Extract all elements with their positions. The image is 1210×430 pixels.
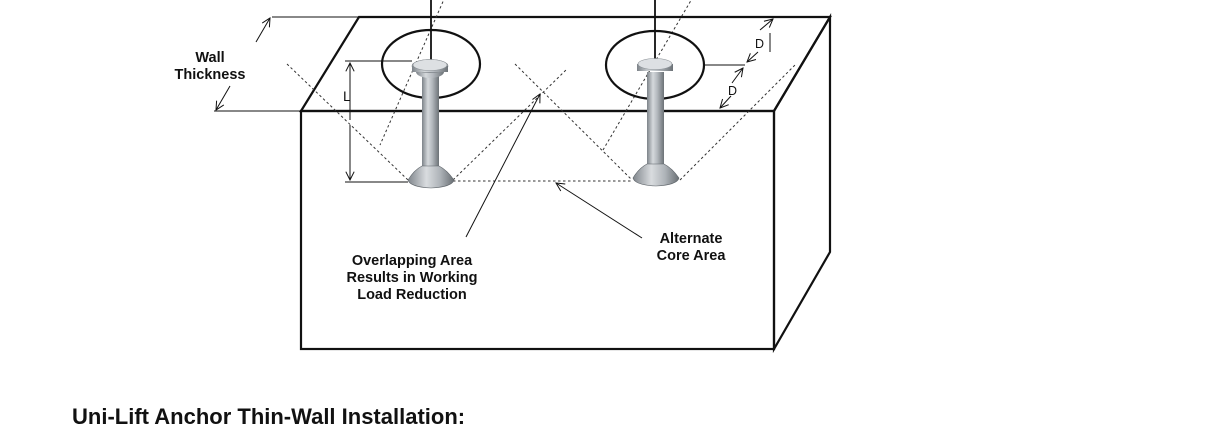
alternate-core-label-line1: Alternate <box>660 231 723 247</box>
length-dimension <box>345 60 412 183</box>
block-front-face <box>299 109 776 351</box>
block-top-face <box>299 15 832 113</box>
block-side-face <box>772 13 832 354</box>
overlapping-area-label-line1: Overlapping Area <box>352 253 473 269</box>
alternate-core-label-line2: Core Area <box>657 248 727 264</box>
wall-thickness-label-line2: Thickness <box>175 67 246 83</box>
anchor-right <box>632 58 680 187</box>
edge-distance-dimension <box>704 19 773 108</box>
callout-leaders <box>465 94 643 239</box>
lifting-lines <box>430 0 656 62</box>
distance-label-bottom: D <box>728 84 737 98</box>
wall-thickness-label-line1: Wall <box>195 50 224 66</box>
wall-thickness-dimension <box>214 16 358 112</box>
overlapping-area-label-line3: Load Reduction <box>357 287 467 303</box>
pullout-cone-lines <box>286 0 797 182</box>
concrete-wall-block <box>299 13 832 354</box>
overlapping-area-label-line2: Results in Working <box>346 270 477 286</box>
anchor-left <box>407 59 455 189</box>
distance-label-top: D <box>755 37 764 51</box>
length-label: L <box>343 88 351 104</box>
section-title: Uni-Lift Anchor Thin-Wall Installation: <box>72 404 466 429</box>
